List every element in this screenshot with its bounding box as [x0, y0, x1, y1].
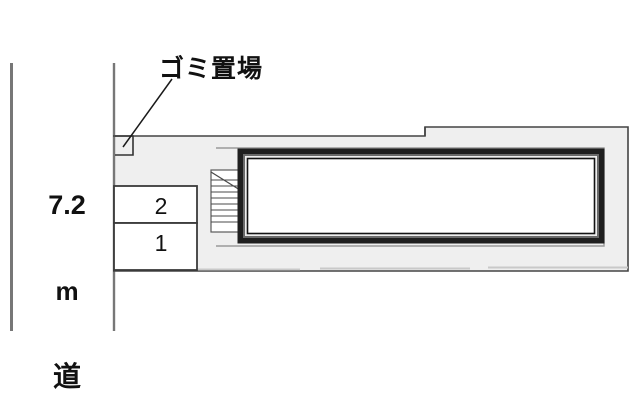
stairs [210, 169, 242, 233]
road-width-label: 7.2 m 道 路 [34, 138, 100, 400]
gomi-leader-line [122, 78, 173, 148]
parking-stall-1[interactable] [113, 222, 198, 271]
building-wall-dark [237, 148, 605, 244]
road-label-line-2: m [55, 276, 79, 306]
stairs-outline [210, 169, 242, 233]
parking-stall-1-number: 1 [154, 230, 168, 256]
site-outline [113, 126, 629, 272]
gomi-placement-square [115, 135, 134, 156]
road-label-line-3: 道 [52, 361, 81, 392]
parking-stall-2-number: 2 [154, 193, 168, 219]
building-wall-mid [243, 154, 599, 238]
stairs-diagonal [210, 171, 241, 191]
gomi-oki-ba-label: ゴミ置場 [159, 55, 264, 83]
road-label-line-1: 7.2 [48, 190, 86, 220]
apartment-building [216, 147, 605, 247]
building-wall-inner-line [246, 157, 596, 235]
